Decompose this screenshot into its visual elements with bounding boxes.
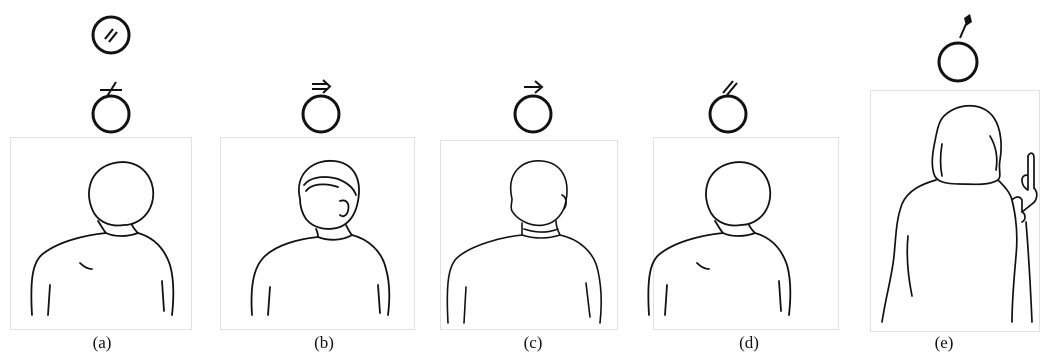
bar-slash-circle-icon: [86, 78, 136, 134]
man-back-view-illustration: [444, 155, 614, 327]
panel-label-e: (e): [914, 333, 974, 353]
panel-a: (a): [0, 0, 210, 356]
double-slash-circle-icon: [703, 78, 753, 134]
man-back-view-illustration: [242, 155, 402, 320]
woman-back-view-illustration: [872, 96, 1042, 330]
double-slash-circle-icon: [86, 10, 136, 60]
panel-d: (d): [645, 0, 855, 356]
panel-e: (e): [862, 0, 1042, 356]
pin-circle-icon: [934, 12, 984, 92]
panel-label-d: (d): [719, 333, 779, 353]
right-double-arrow-circle-icon: [296, 78, 346, 134]
panel-b: (b): [210, 0, 420, 356]
man-back-view-illustration: [24, 155, 184, 320]
man-back-view-illustration: [641, 155, 801, 320]
panel-label-c: (c): [503, 333, 563, 353]
panel-label-a: (a): [72, 333, 132, 353]
right-arrow-circle-icon: [508, 78, 558, 134]
panel-c: (c): [430, 0, 630, 356]
panel-label-b: (b): [294, 333, 354, 353]
